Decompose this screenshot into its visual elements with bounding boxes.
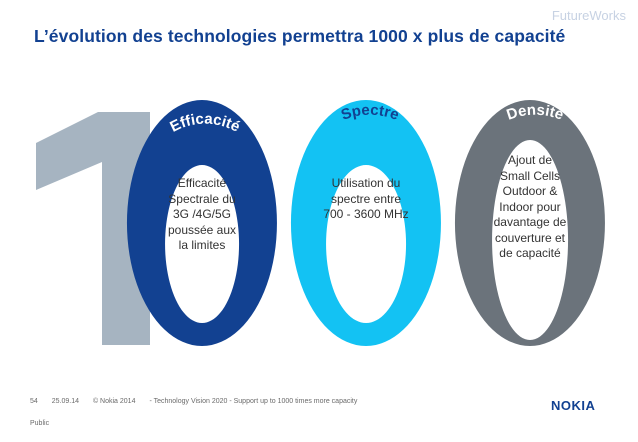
desc-line: de capacité (499, 246, 561, 260)
desc-line: Ajout de (507, 153, 553, 167)
slide-title: L’évolution des technologies permettra 1… (34, 26, 566, 46)
desc-line: couverture et (494, 230, 566, 245)
desc-line: 700 - 3600 MHz (323, 207, 409, 221)
page-number: 54 (30, 398, 38, 405)
desc-line: davantage de (493, 215, 567, 229)
svg-text:NOKIA: NOKIA (551, 398, 596, 412)
desc-line: 3G /4G/5G (172, 207, 232, 221)
desc-line: spectre entre (330, 191, 402, 206)
futureworks-tag: FutureWorks (551, 8, 626, 23)
desc-line: Small Cells (499, 168, 560, 183)
desc-line: Indoor pour (499, 199, 561, 214)
classification-label: Public (30, 420, 50, 427)
desc-line: Outdoor & (502, 184, 558, 198)
ring-spectre (290, 100, 441, 346)
desc-line: Efficacité (177, 176, 227, 190)
nokia-logo: NOKIA (551, 398, 596, 412)
ring-efficacite (126, 100, 277, 346)
spectre-description: Utilisation du spectre entre 700 - 3600 … (306, 176, 426, 223)
desc-line: Spectrale du (168, 191, 236, 206)
footer: 54 25.09.14 © Nokia 2014 - Technology Vi… (30, 398, 369, 405)
digit-one (36, 112, 150, 345)
footer-caption: - Technology Vision 2020 - Support up to… (149, 398, 358, 405)
ring-densite (454, 100, 605, 346)
desc-line: la limites (178, 238, 226, 252)
footer-copyright: © Nokia 2014 (92, 398, 136, 405)
efficacite-description: Efficacité Spectrale du 3G /4G/5G poussé… (152, 176, 252, 254)
desc-line: Utilisation du (331, 176, 401, 190)
densite-description: Ajout de Small Cells Outdoor & Indoor po… (485, 153, 575, 262)
desc-line: poussée aux (167, 222, 237, 237)
footer-date: 25.09.14 (51, 398, 79, 405)
